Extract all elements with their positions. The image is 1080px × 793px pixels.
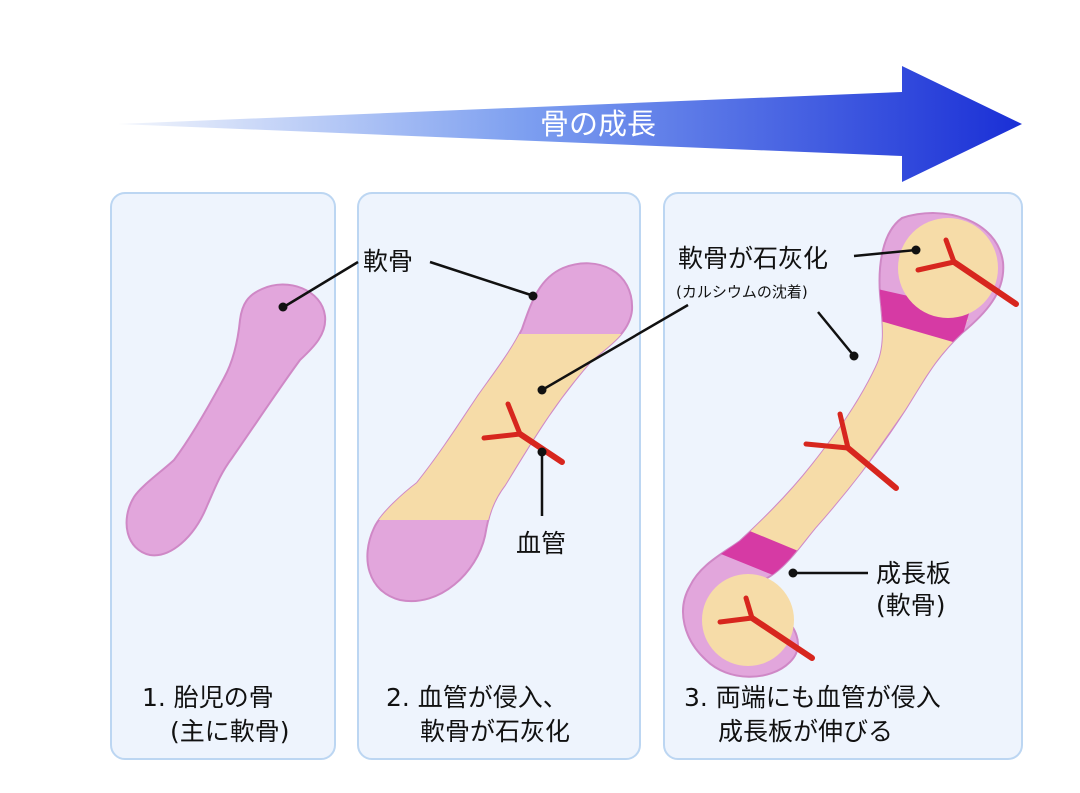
- dot-growth-plate: [788, 568, 798, 578]
- leader-lines: [281, 248, 917, 575]
- label-growth-plate-note: (軟骨): [876, 591, 946, 620]
- vessel-panel-3-lower: [717, 595, 815, 661]
- growth-plate-upper: [856, 286, 970, 344]
- dot-cartilage-panel-2: [528, 291, 538, 301]
- vessel-panel-3-upper: [915, 237, 1019, 307]
- dot-calcification-panel-3-shaft: [849, 351, 859, 361]
- label-blood-vessel: 血管: [516, 529, 566, 558]
- fetal-bone: [125, 283, 327, 557]
- leader-dots: [278, 245, 921, 578]
- label-calcification: 軟骨が石灰化: [678, 244, 828, 273]
- fetal-bone-shape: [125, 283, 327, 557]
- dot-calcification-panel-2: [537, 385, 547, 395]
- panel-3-caption-line-1: 3. 両端にも血管が侵入: [684, 683, 941, 712]
- vessel-panel-3-middle: [803, 411, 899, 491]
- upper-epiphysis-calcified: [898, 218, 998, 318]
- growth-arrow: 骨の成長: [118, 66, 1022, 182]
- growth-arrow-title: 骨の成長: [540, 107, 656, 141]
- leader-calcification-panel-3-top: [853, 248, 917, 258]
- dot-cartilage-panel-1: [278, 302, 288, 312]
- panel-1-caption-line-1: 1. 胎児の骨: [142, 683, 274, 712]
- leader-calcification-panel-2: [541, 303, 689, 392]
- label-calcification-note: (カルシウムの沈着): [676, 283, 808, 301]
- label-cartilage: 軟骨: [363, 247, 413, 276]
- panel-1-caption-line-2: (主に軟骨): [170, 717, 290, 746]
- panel-2-caption-line-2: 軟骨が石灰化: [420, 717, 570, 746]
- leader-calcification-panel-3-shaft: [817, 311, 855, 357]
- label-growth-plate: 成長板: [876, 559, 951, 588]
- dot-blood-vessel: [537, 447, 547, 457]
- panel-2-caption-line-1: 2. 血管が侵入、: [386, 683, 568, 712]
- panel-1: [110, 192, 336, 760]
- leader-cartilage-panel-1: [281, 260, 359, 310]
- dot-calcification-panel-3-top: [911, 245, 921, 255]
- panel-3-caption-line-2: 成長板が伸びる: [718, 717, 893, 746]
- growth-arrow-shape: [118, 66, 1022, 182]
- leader-cartilage-panel-2: [429, 260, 535, 298]
